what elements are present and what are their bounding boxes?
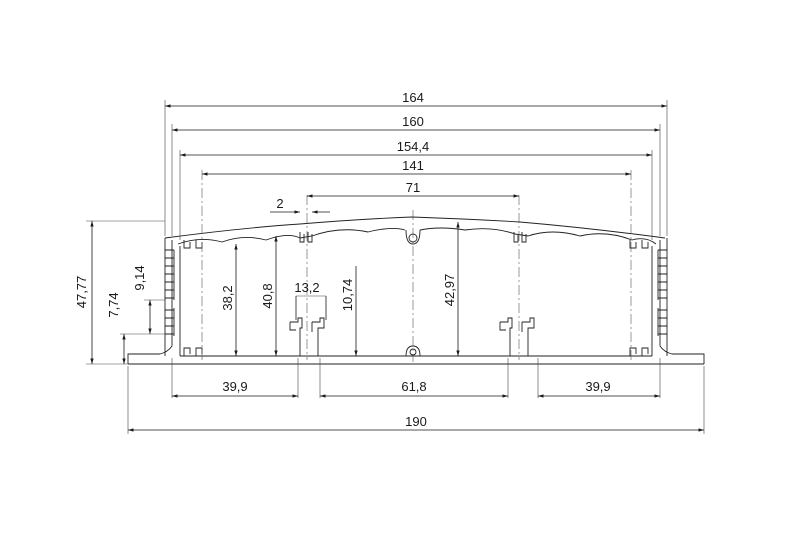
dimension-lines — [90, 104, 704, 432]
dim-bottom-61-8: 61,8 — [401, 379, 426, 394]
extrusion-profile — [127, 170, 705, 365]
left-wall — [164, 238, 181, 356]
t-slots — [289, 317, 535, 356]
dim-top-71: 71 — [406, 180, 420, 195]
dim-bottom-39-9-right: 39,9 — [585, 379, 610, 394]
dim-vertical-38-2: 38,2 — [220, 285, 235, 310]
dim-top-141: 141 — [402, 158, 424, 173]
dim-vertical-7-74: 7,74 — [106, 292, 121, 317]
center-lines — [201, 170, 632, 362]
left-fins — [165, 249, 175, 336]
top-slots — [183, 229, 649, 249]
extension-lines — [86, 100, 705, 434]
dim-vertical-47-77: 47,77 — [74, 276, 89, 309]
dim-bottom-190: 190 — [405, 414, 427, 429]
dim-vertical-9-14: 9,14 — [132, 265, 147, 290]
dim-top-160: 160 — [402, 114, 424, 129]
dim-vertical-40-8: 40,8 — [260, 283, 275, 308]
top-cover-outer — [164, 216, 666, 239]
dim-top-154-4: 154,4 — [397, 139, 430, 154]
dim-vertical-10-74: 10,74 — [340, 279, 355, 312]
dim-top-2: 2 — [276, 196, 283, 211]
right-wall — [651, 238, 668, 356]
dim-13-2: 13,2 — [294, 280, 319, 295]
right-fins — [657, 249, 667, 336]
bottom-slots — [183, 345, 649, 357]
base-flange — [127, 240, 705, 365]
dimension-labels: 164 160 154,4 141 71 2 47,77 7,74 9,14 3… — [74, 90, 611, 429]
dim-vertical-42-97: 42,97 — [442, 274, 457, 307]
dim-bottom-39-9-left: 39,9 — [222, 379, 247, 394]
dim-top-164: 164 — [402, 90, 424, 105]
top-cover-inner — [177, 227, 657, 245]
